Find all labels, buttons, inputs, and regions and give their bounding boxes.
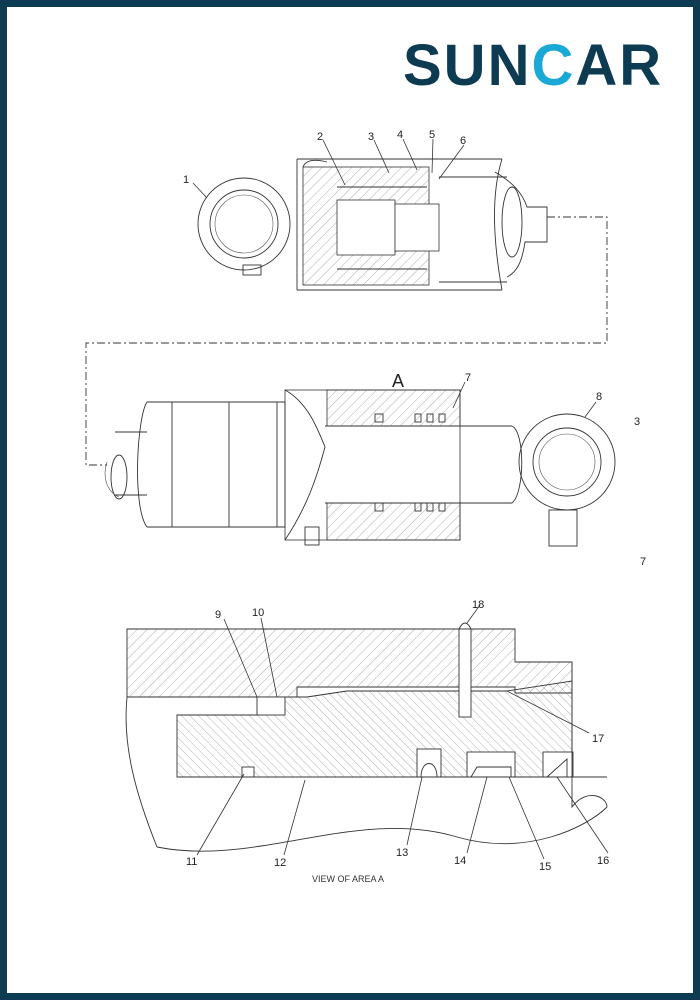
technical-drawing: SUNCAR <box>85 33 663 884</box>
brand-logo-text: SUNCAR <box>403 33 663 98</box>
stray-mark-3: 3 <box>634 416 640 428</box>
callout-18: 18 <box>472 599 484 611</box>
callout-14: 14 <box>454 855 466 867</box>
callout-4: 4 <box>397 129 403 141</box>
callout-5: 5 <box>429 129 435 141</box>
callout-16: 16 <box>597 855 609 867</box>
callout-13: 13 <box>396 847 408 859</box>
callout-9: 9 <box>215 609 221 621</box>
callout-labels: 1 2 3 4 5 6 7 8 9 10 11 12 13 14 15 16 1… <box>183 129 646 884</box>
stray-mark-7: 7 <box>640 556 646 568</box>
callout-7: 7 <box>465 372 471 384</box>
callout-12: 12 <box>274 857 286 869</box>
callout-10: 10 <box>252 607 264 619</box>
callout-2: 2 <box>317 131 323 143</box>
callout-11: 11 <box>186 856 197 868</box>
callout-15: 15 <box>539 861 551 873</box>
view-caption: VIEW OF AREA A <box>312 874 384 884</box>
brand-logo: SUNCAR <box>403 33 663 98</box>
callout-8: 8 <box>596 391 602 403</box>
callout-3: 3 <box>368 131 374 143</box>
cylinder-full-view <box>104 389 616 547</box>
leader-lines <box>192 138 609 860</box>
detail-view-area-a <box>125 622 608 852</box>
callout-6: 6 <box>460 135 466 147</box>
top-assembly-view <box>85 158 608 466</box>
callout-1: 1 <box>183 174 189 186</box>
callout-17: 17 <box>592 733 604 745</box>
section-marker-a: A <box>392 371 404 391</box>
drawing-sheet: SUNCAR <box>7 7 693 993</box>
